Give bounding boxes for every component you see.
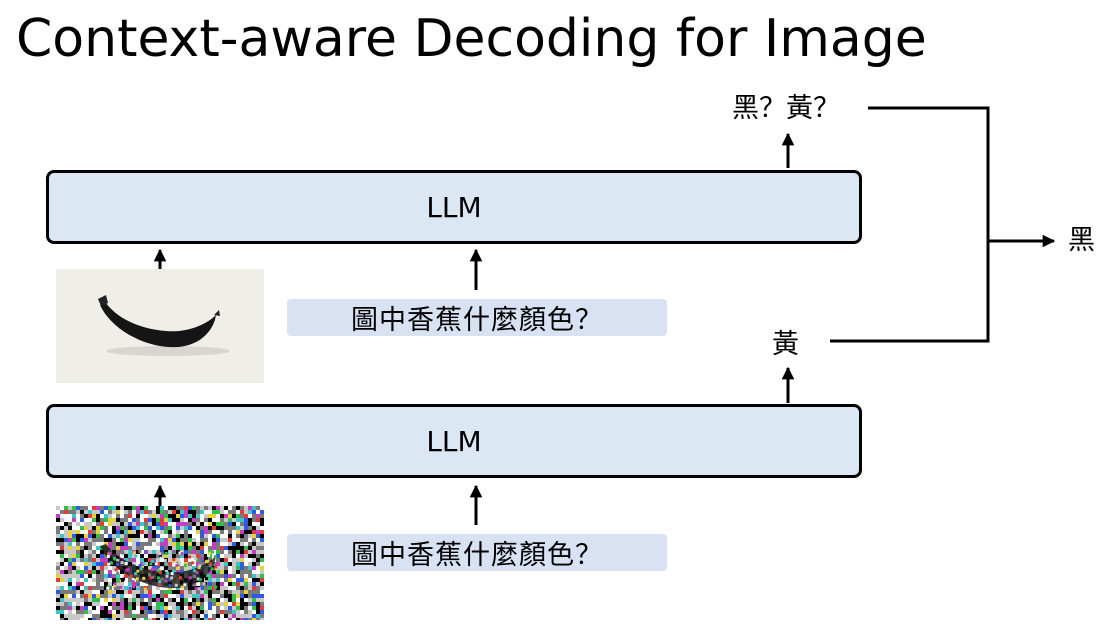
combine-bracket [830, 106, 990, 343]
noisy-banana-photo [56, 506, 264, 620]
final-output-label: 黑 [1068, 225, 1095, 256]
prompt-lower: 圖中香蕉什麼顏色？ [287, 534, 667, 571]
prompt-upper: 圖中香蕉什麼顏色？ [287, 299, 667, 336]
upper-output-label: 黑？黃？ [732, 93, 840, 124]
slide-title: Context-aware Decoding for Image [16, 9, 927, 69]
banana-photo [56, 269, 264, 383]
lower-output-label: 黃 [772, 329, 799, 360]
llm-box-lower: LLM [46, 404, 862, 478]
llm-box-upper: LLM [46, 170, 862, 244]
